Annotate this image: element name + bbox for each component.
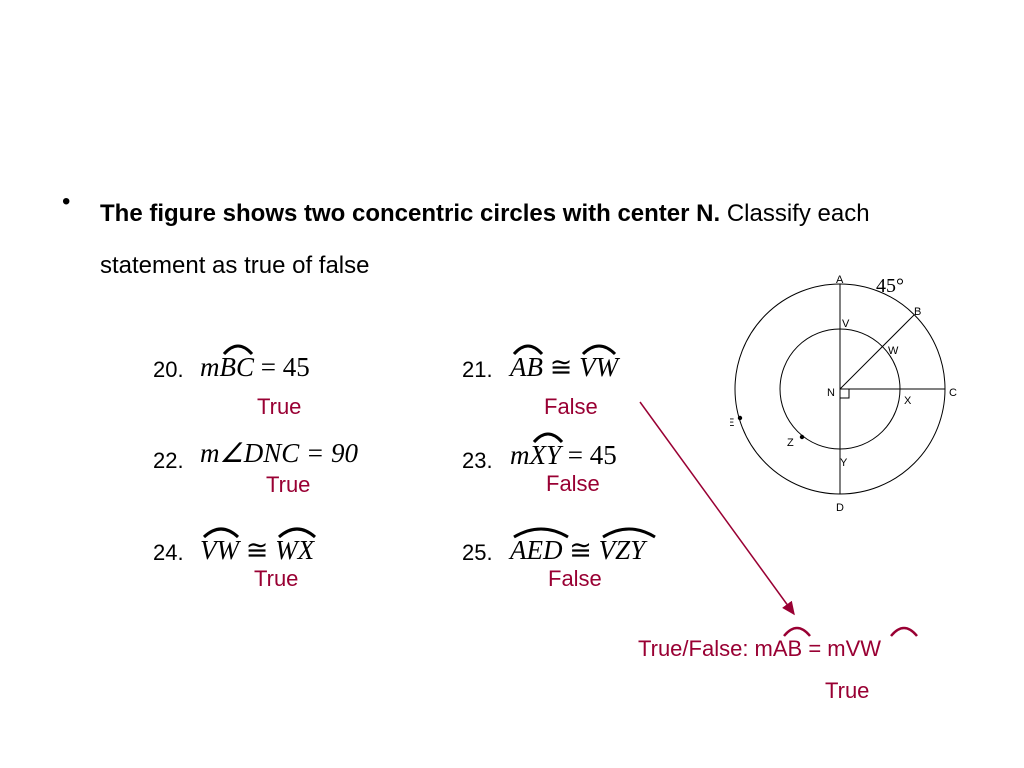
item-24-arc-left: VW: [200, 527, 240, 566]
item-23-op: =: [561, 440, 590, 470]
label-n: N: [827, 387, 835, 399]
item-25-expression: AED ≅ VZY: [510, 527, 656, 566]
item-21-number: 21.: [462, 357, 493, 382]
item-24-answer: True: [254, 566, 299, 591]
arc-symbol: [222, 344, 253, 356]
concentric-circles-figure: A 45° B V W N C X E Z Y D: [730, 274, 957, 514]
arc-symbol: [601, 527, 656, 539]
callout-answer: True: [825, 678, 870, 703]
intro-bold: The figure shows two concentric circles …: [100, 200, 721, 227]
label-d: D: [836, 502, 844, 514]
label-x: X: [904, 395, 912, 407]
callout-question: True/False: mAB = mVW: [638, 626, 918, 662]
item-23-prefix: m: [510, 440, 530, 470]
point-e: [737, 415, 743, 421]
item-23-rhs: 45: [589, 440, 617, 470]
item-23-answer: False: [546, 471, 600, 496]
bullet-marker: •: [62, 188, 71, 215]
label-y: Y: [840, 457, 848, 469]
item-21-op: ≅: [543, 352, 580, 382]
item-25-arc-right: VZY: [599, 527, 656, 566]
arc-symbol: [512, 344, 544, 356]
arc-symbol: [202, 527, 240, 539]
item-21-expression: AB ≅ VW: [510, 344, 618, 383]
callout-arc-symbols: [783, 626, 918, 637]
item-20-rhs: 45: [282, 352, 310, 382]
item-22-answer: True: [266, 472, 311, 497]
item-21-arc-left: AB: [510, 344, 544, 383]
item-22-number: 22.: [153, 448, 184, 473]
item-20-arc: BC: [220, 344, 254, 383]
arc-symbol: [582, 344, 617, 356]
right-angle-mark: [839, 388, 850, 399]
label-z: Z: [787, 437, 794, 449]
item-25-arc-left: AED: [510, 527, 569, 566]
label-w: W: [888, 345, 899, 357]
item-24-op: ≅: [238, 535, 276, 565]
point-z: [799, 434, 805, 440]
item-23-number: 23.: [462, 448, 493, 473]
arc-symbol: [513, 527, 569, 539]
item-25-number: 25.: [462, 540, 493, 565]
item-20-op: =: [254, 352, 283, 382]
callout-question-text: True/False: mAB = mVW: [638, 636, 882, 661]
label-a: A: [836, 274, 844, 286]
item-24-arc-right: WX: [275, 527, 317, 566]
item-21-arc-right: VW: [579, 344, 618, 383]
intro-rest: Classify each statement as true of false: [100, 200, 870, 279]
item-24-number: 24.: [153, 540, 184, 565]
arc-symbol: [278, 527, 317, 539]
item-22-expression: m∠DNC = 90: [200, 438, 358, 468]
item-25-answer: False: [548, 566, 602, 591]
label-b: B: [914, 306, 921, 318]
arc-symbol: [532, 432, 563, 444]
label-e: E: [730, 417, 734, 429]
item-23-arc: XY: [530, 432, 563, 471]
item-21-answer: False: [544, 394, 598, 419]
item-20-prefix: m: [200, 352, 220, 382]
angle-label: 45°: [876, 275, 904, 297]
radius-nb: [839, 314, 915, 390]
item-24-expression: VW ≅ WX: [200, 527, 317, 566]
label-v: V: [842, 318, 850, 330]
label-c: C: [949, 387, 957, 399]
intro-text: The figure shows two concentric circles …: [100, 188, 960, 292]
item-25-op: ≅: [562, 535, 599, 565]
item-20-answer: True: [257, 394, 302, 419]
item-20-number: 20.: [153, 357, 184, 382]
